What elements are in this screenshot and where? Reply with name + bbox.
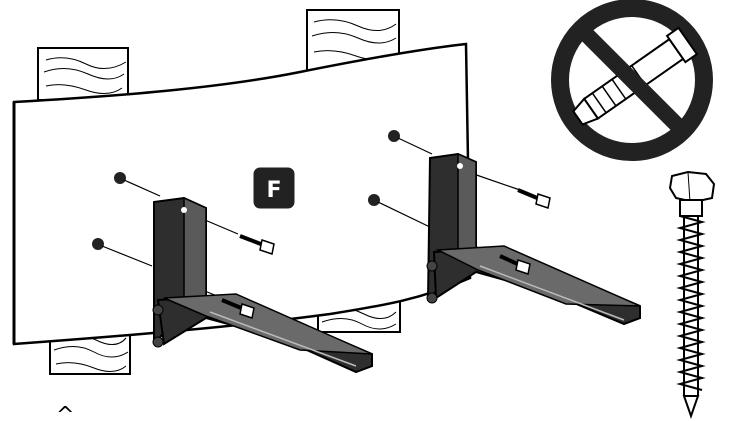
- wall-panel: [12, 42, 472, 346]
- wall-bracket-right: [426, 152, 641, 326]
- wall-bracket-left: [152, 196, 373, 374]
- no-wall-anchor-icon: [551, 0, 713, 161]
- corner-mark: ^: [56, 403, 74, 421]
- wooden-stud-right-top: [306, 9, 400, 71]
- part-label-text: F: [266, 178, 281, 203]
- drill-hole: [92, 130, 400, 250]
- lag-screw: [221, 188, 551, 319]
- wooden-stud-left-top: [37, 47, 129, 101]
- lag-screw-icon: [668, 170, 716, 420]
- part-label-f: F: [250, 164, 298, 212]
